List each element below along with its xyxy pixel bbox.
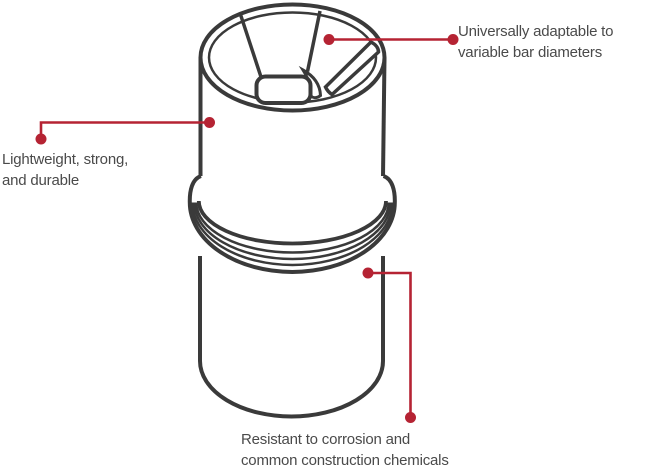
callout-leader-corrosion xyxy=(362,267,416,423)
callout-dot-anchor xyxy=(323,34,335,45)
funnel-wedge xyxy=(323,39,381,97)
callout-leader-adaptable xyxy=(323,34,459,45)
lower-body-bottom-edge xyxy=(198,360,385,419)
callout-dot-label xyxy=(447,34,459,45)
callout-line: and durable xyxy=(2,172,80,189)
bar-opening xyxy=(254,74,313,105)
collar-ridge-1 xyxy=(195,202,390,254)
collar-ridge-2 xyxy=(193,202,392,261)
callout-dot-anchor xyxy=(362,267,374,279)
funnel-left-edge xyxy=(238,13,264,81)
callout-text-adaptable: Universally adaptable to variable bar di… xyxy=(458,21,613,63)
collar-top-edge xyxy=(196,200,388,246)
upper-body-right-wall xyxy=(381,57,387,178)
coupler-illustration xyxy=(187,2,397,419)
callout-text-lightweight: Lightweight, strong, and durable xyxy=(2,149,128,191)
leader-line xyxy=(39,121,210,139)
callout-line: common construction chemicals xyxy=(241,452,449,469)
callout-line: Resistant to corrosion and xyxy=(241,431,411,448)
callout-leader-lightweight xyxy=(35,117,215,145)
funnel-right-edge xyxy=(305,10,322,72)
collar-ridge-3 xyxy=(191,202,394,267)
callout-dot-anchor xyxy=(204,117,215,128)
callout-line: Lightweight, strong, xyxy=(2,151,129,168)
collar-outer xyxy=(187,174,397,274)
callout-dot-label xyxy=(405,412,416,423)
leader-line xyxy=(368,271,412,417)
callout-line: variable bar diameters xyxy=(458,44,603,61)
callout-line: Universally adaptable to xyxy=(458,23,614,40)
callout-text-corrosion: Resistant to corrosion and common constr… xyxy=(241,429,449,469)
callout-dot-label xyxy=(35,133,47,145)
